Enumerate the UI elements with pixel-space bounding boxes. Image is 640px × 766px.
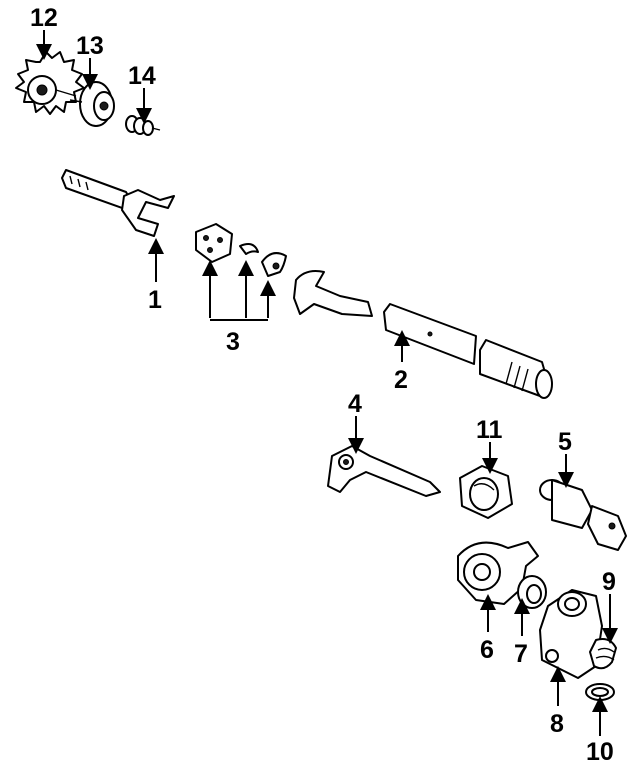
callout-5: 5 (558, 428, 572, 456)
part-1-upper-shaft (61, 169, 175, 237)
callout-13: 13 (76, 32, 104, 60)
callout-11: 11 (476, 416, 503, 444)
part-5-universal-joint (539, 479, 627, 551)
callout-labels: 12 13 14 1 3 2 4 11 5 6 7 9 8 10 (30, 4, 616, 766)
callout-6: 6 (480, 636, 494, 664)
callout-1: 1 (148, 286, 162, 314)
callout-14: 14 (128, 62, 156, 90)
callout-10: 10 (586, 738, 614, 766)
callout-12: 12 (30, 4, 58, 32)
callout-2: 2 (394, 366, 408, 394)
part-4-lever (327, 445, 441, 497)
part-14-spring (125, 115, 161, 136)
part-11-collar (459, 465, 513, 519)
part-8-gear-housing (539, 589, 603, 679)
callout-7: 7 (514, 640, 528, 668)
part-13-flanged-hub (69, 81, 115, 127)
leader-lines (36, 30, 618, 736)
part-10-ring (585, 683, 615, 701)
callout-9: 9 (602, 568, 616, 596)
callout-8: 8 (550, 710, 564, 738)
callout-3: 3 (226, 328, 240, 356)
part-7-bushing (517, 575, 547, 609)
part-9-boot (589, 638, 617, 670)
part-3-bearing-set (195, 223, 287, 277)
part-12-sprocket (15, 51, 85, 115)
callout-4: 4 (348, 390, 362, 418)
part-2-lower-shaft (293, 270, 553, 399)
